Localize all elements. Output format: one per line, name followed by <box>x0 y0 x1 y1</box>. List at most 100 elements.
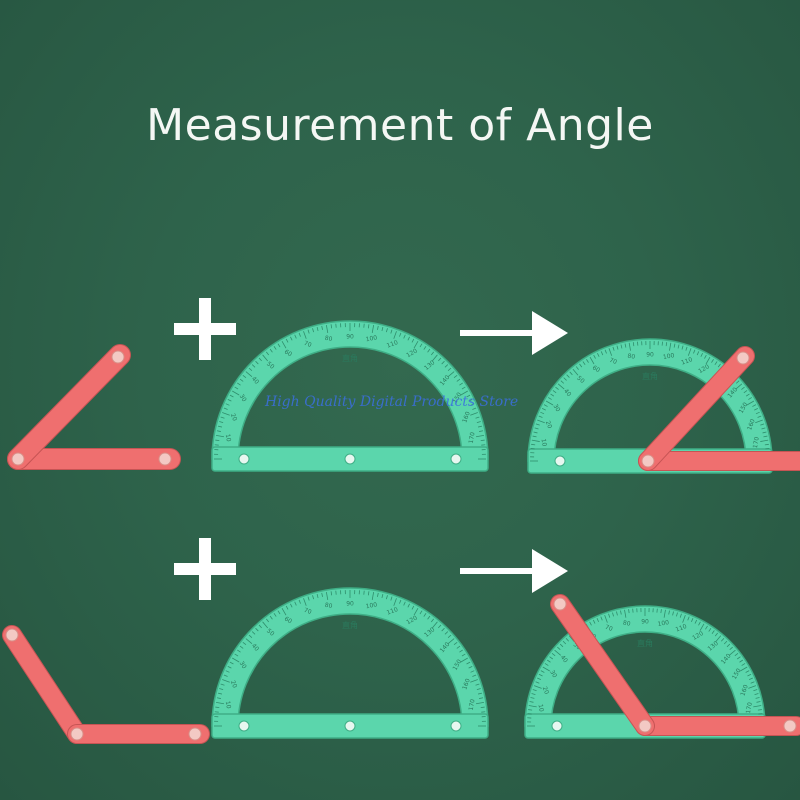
tick-mark <box>258 624 262 629</box>
scale-label: 170 <box>752 436 761 449</box>
tick-mark <box>476 421 481 424</box>
tick-mark <box>438 624 442 629</box>
scale-label: 50 <box>265 360 275 370</box>
tick-mark <box>668 610 670 615</box>
tick-mark <box>540 411 545 415</box>
tick-mark <box>535 681 540 684</box>
tick-mark <box>248 367 253 371</box>
tick-mark <box>371 591 375 601</box>
tick-mark <box>472 674 477 677</box>
scale-label: 80 <box>324 335 333 343</box>
tick-mark <box>550 393 555 397</box>
tick-mark <box>624 609 627 618</box>
tick-mark <box>579 363 583 368</box>
tick-mark <box>312 595 315 600</box>
tick-mark <box>232 657 240 663</box>
protractor-ticks <box>530 341 770 462</box>
tick-mark <box>542 666 550 672</box>
tick-mark <box>531 443 536 446</box>
scale-label: 30 <box>552 403 562 413</box>
tick-mark <box>600 351 604 356</box>
tick-mark <box>456 378 461 382</box>
tick-mark <box>612 346 615 351</box>
tick-mark <box>273 613 277 617</box>
tick-mark <box>746 400 755 406</box>
tick-mark <box>216 697 221 699</box>
tick-mark <box>470 403 475 406</box>
tick-mark <box>381 593 384 599</box>
protractor-hole <box>450 453 462 465</box>
page-title: Measurement of Angle <box>146 100 654 151</box>
tick-mark <box>251 364 256 368</box>
tick-mark <box>549 656 554 660</box>
tick-mark <box>752 404 757 407</box>
tick-mark <box>232 390 240 396</box>
tick-mark <box>222 679 230 683</box>
tick-mark <box>431 621 438 629</box>
scale-label: 160 <box>746 418 757 431</box>
scale-label: 150 <box>451 391 463 405</box>
tick-mark <box>419 610 423 615</box>
tick-mark <box>407 336 410 341</box>
tick-mark <box>717 363 721 368</box>
tick-mark <box>475 701 485 705</box>
arrow-shaft <box>460 568 538 574</box>
tick-mark <box>245 371 253 378</box>
scale-label: 80 <box>622 619 631 627</box>
tick-mark <box>273 346 277 350</box>
tick-mark <box>479 430 484 432</box>
pivot-hole <box>736 351 750 365</box>
tick-mark <box>242 641 247 646</box>
tick-mark <box>760 423 765 426</box>
tick-mark <box>698 621 701 626</box>
scale-label: 70 <box>608 357 618 366</box>
tick-mark <box>624 343 627 348</box>
tick-mark <box>552 390 557 394</box>
tick-mark <box>756 701 761 703</box>
tick-mark <box>411 338 415 343</box>
tick-mark <box>441 360 445 365</box>
tick-mark <box>559 643 564 648</box>
protractor-hole <box>554 455 566 467</box>
tick-mark <box>555 386 559 390</box>
tick-mark <box>679 613 682 618</box>
tick-mark <box>298 332 301 337</box>
angle-arm-stick <box>550 594 655 736</box>
tick-mark <box>216 430 221 432</box>
tick-mark <box>325 591 329 601</box>
tick-mark <box>755 411 760 415</box>
tick-mark <box>747 673 752 677</box>
tick-mark <box>456 645 461 649</box>
tick-mark <box>239 378 244 382</box>
tick-mark <box>691 618 694 623</box>
angle-arm-stick <box>2 625 87 744</box>
scale-label: 70 <box>303 607 313 616</box>
result-arrow <box>460 549 568 593</box>
store-watermark: High Quality Digital Products Store <box>265 394 519 410</box>
scale-label: 110 <box>680 356 693 367</box>
scale-label: 100 <box>365 334 378 343</box>
tick-mark <box>593 354 596 359</box>
tick-mark <box>229 394 234 398</box>
tick-mark <box>763 435 768 438</box>
tick-mark <box>447 367 452 371</box>
protractor-hole <box>238 720 250 732</box>
scale-label: 100 <box>657 619 670 628</box>
tick-mark <box>660 609 662 614</box>
tick-mark <box>215 434 225 438</box>
tick-mark <box>385 328 388 333</box>
tick-mark <box>371 324 375 334</box>
tick-mark <box>460 657 468 663</box>
tick-mark <box>413 608 419 616</box>
scale-label: 160 <box>739 684 750 697</box>
tick-mark <box>237 649 241 653</box>
tick-mark <box>423 613 427 617</box>
tick-mark <box>543 404 548 407</box>
tick-mark <box>461 653 466 657</box>
tick-mark <box>441 627 445 632</box>
scale-label: 20 <box>229 412 238 422</box>
protractor-label: 直角 <box>637 638 653 648</box>
